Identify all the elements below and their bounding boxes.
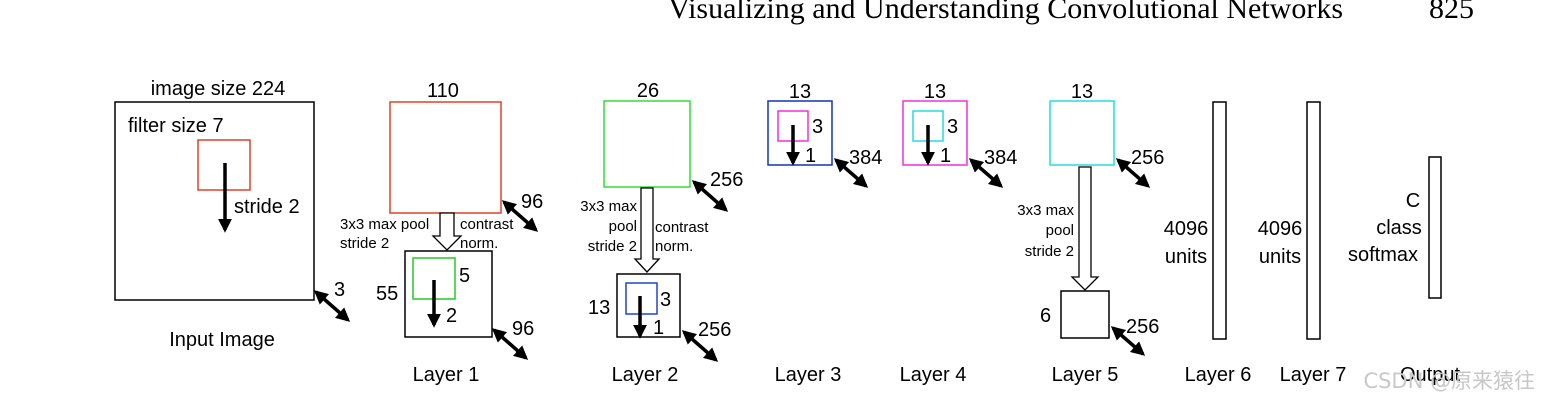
layer2-norm-label-1: contrast <box>655 219 709 236</box>
layer7-fc-bar <box>1306 101 1321 340</box>
layer6-units-label: units <box>1165 246 1207 268</box>
layer2-pool-label-1: 3x3 max <box>580 198 637 215</box>
csdn-watermark: CSDN @原来猿往 <box>1363 369 1535 393</box>
layer1-top-depth-label: 96 <box>521 191 543 213</box>
layer2-norm-label-2: norm. <box>655 238 693 255</box>
layer4-depth-label: 384 <box>984 147 1017 169</box>
layer4-filter-size-label: 3 <box>947 116 958 138</box>
layer3-block: 13 3 1 384 Layer 3 <box>767 81 882 386</box>
layer6-block: 4096 units Layer 6 <box>1164 101 1252 386</box>
layer4-feature-map <box>902 100 968 166</box>
layer4-stride-label: 1 <box>940 145 951 167</box>
layer3-size-label: 13 <box>789 81 811 103</box>
layer6-fc-bar <box>1212 101 1227 340</box>
input-depth-arrow <box>313 290 351 322</box>
layer5-pool-label-2: pool <box>1046 222 1074 239</box>
layer5-feature-map <box>1049 100 1115 166</box>
output-block: C class softmax Output <box>1348 156 1460 386</box>
input-depth-label: 3 <box>334 279 345 301</box>
layer5-top-depth-arrow <box>1115 158 1151 188</box>
layer2-top-size-label: 26 <box>637 80 659 102</box>
layer7-caption: Layer 7 <box>1280 364 1347 386</box>
input-image-box <box>114 101 315 301</box>
input-filter-size-label: filter size 7 <box>128 115 224 137</box>
layer2-feature-map <box>603 100 691 188</box>
page-number: 825 <box>1429 0 1474 25</box>
layer1-norm-label-2: norm. <box>460 235 498 252</box>
layer3-feature-map <box>767 100 833 166</box>
input-image-block: image size 224 filter size 7 stride 2 3 … <box>114 78 351 351</box>
layer1-bottom-depth-arrow <box>491 328 529 360</box>
layer5-block: 13 256 3x3 max pool stride 2 6 256 Layer… <box>1017 81 1164 386</box>
layer5-pool-label-1: 3x3 max <box>1017 202 1074 219</box>
layer4-caption: Layer 4 <box>900 364 967 386</box>
layer5-top-size-label: 13 <box>1071 81 1093 103</box>
output-softmax-label: softmax <box>1348 244 1418 266</box>
layer2-pooled-map <box>616 273 681 338</box>
layer3-stride-label: 1 <box>805 145 816 167</box>
layer5-bottom-depth-arrow <box>1110 326 1146 356</box>
layer3-filter-size-label: 3 <box>812 116 823 138</box>
input-image-size-label: image size 224 <box>151 78 286 100</box>
layer7-units-count: 4096 <box>1258 218 1303 240</box>
layer1-block: 110 96 3x3 max pool stride 2 contrast no… <box>340 80 543 386</box>
layer2-bottom-size-label: 13 <box>588 297 610 319</box>
layer2-top-depth-label: 256 <box>710 169 743 191</box>
layer2-bottom-depth-label: 256 <box>698 319 731 341</box>
layer2-pool-label-3: stride 2 <box>588 238 637 255</box>
layer1-top-size-label: 110 <box>427 80 459 102</box>
layer3-depth-label: 384 <box>849 147 882 169</box>
input-image-caption: Input Image <box>169 329 275 351</box>
layer4-block: 13 3 1 384 Layer 4 <box>900 81 1018 386</box>
layer5-bottom-size-label: 6 <box>1040 305 1051 327</box>
layer1-stride-label: 2 <box>446 305 457 327</box>
running-title: Visualizing and Understanding Convolutio… <box>668 0 1343 25</box>
layer1-norm-label-1: contrast <box>460 216 514 233</box>
output-class-count: C <box>1406 190 1420 212</box>
layer7-units-label: units <box>1259 246 1301 268</box>
layer1-bottom-size-label: 55 <box>376 283 398 305</box>
layer2-top-depth-arrow <box>691 180 729 212</box>
layer1-pool-label-2: stride 2 <box>340 235 389 252</box>
output-softmax-bar <box>1428 156 1442 299</box>
input-stride-label: stride 2 <box>234 196 300 218</box>
layer5-pool-arrow <box>1070 166 1100 291</box>
layer4-size-label: 13 <box>924 81 946 103</box>
layer1-bottom-depth-label: 96 <box>512 318 534 340</box>
layer3-depth-arrow <box>833 158 869 188</box>
layer7-block: 4096 units Layer 7 <box>1258 101 1347 386</box>
layer2-pool-arrow <box>633 187 661 273</box>
layer2-filter-size-label: 3 <box>660 289 671 311</box>
layer2-caption: Layer 2 <box>612 364 679 386</box>
layer5-bottom-depth-label: 256 <box>1126 316 1159 338</box>
layer1-pooled-map <box>404 250 493 338</box>
layer5-pool-label-3: stride 2 <box>1025 243 1074 260</box>
layer2-stride-label: 1 <box>653 317 664 339</box>
layer5-pooled-map <box>1060 290 1110 339</box>
output-caption: Output <box>1400 364 1460 386</box>
output-class-label: class <box>1376 217 1422 239</box>
layer1-pool-label-1: 3x3 max pool <box>340 216 429 233</box>
layer5-top-depth-label: 256 <box>1131 147 1164 169</box>
layer1-filter-size-label: 5 <box>459 265 470 287</box>
layer2-pool-label-2: pool <box>609 218 637 235</box>
layer1-caption: Layer 1 <box>413 364 480 386</box>
layer5-caption: Layer 5 <box>1052 364 1119 386</box>
layer1-pool-arrow <box>431 212 463 251</box>
layer6-units-count: 4096 <box>1164 218 1209 240</box>
layer2-bottom-depth-arrow <box>681 330 719 362</box>
layer3-caption: Layer 3 <box>775 364 842 386</box>
layer2-block: 26 256 3x3 max pool stride 2 contrast no… <box>580 80 743 386</box>
layer4-depth-arrow <box>968 158 1004 188</box>
layer1-top-depth-arrow <box>501 200 539 232</box>
layer1-feature-map <box>389 101 502 214</box>
layer6-caption: Layer 6 <box>1185 364 1252 386</box>
